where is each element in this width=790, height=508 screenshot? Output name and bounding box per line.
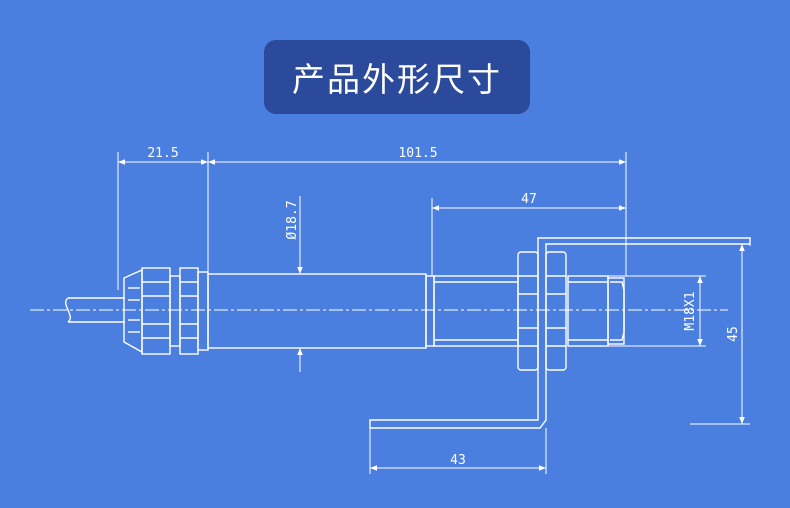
dim-label-47: 47 — [521, 192, 537, 207]
mounting-nut-right — [545, 251, 567, 371]
title-box: 产品外形尺寸 — [264, 40, 530, 114]
sensor-body — [207, 273, 435, 349]
cable — [65, 297, 125, 323]
dim-label-43: 43 — [450, 453, 466, 468]
dim-label-diameter: Ø18.7 — [285, 200, 300, 239]
cable-gland — [123, 267, 209, 355]
page-title: 产品外形尺寸 — [292, 60, 502, 99]
bracket-plate — [369, 237, 751, 429]
dim-label-21-5: 21.5 — [147, 146, 178, 161]
dim-label-101-5: 101.5 — [398, 146, 437, 161]
dim-label-thread: M18X1 — [683, 291, 698, 330]
dim-label-45: 45 — [726, 326, 741, 342]
threaded-section — [433, 275, 625, 347]
mounting-nut-left — [517, 251, 539, 371]
